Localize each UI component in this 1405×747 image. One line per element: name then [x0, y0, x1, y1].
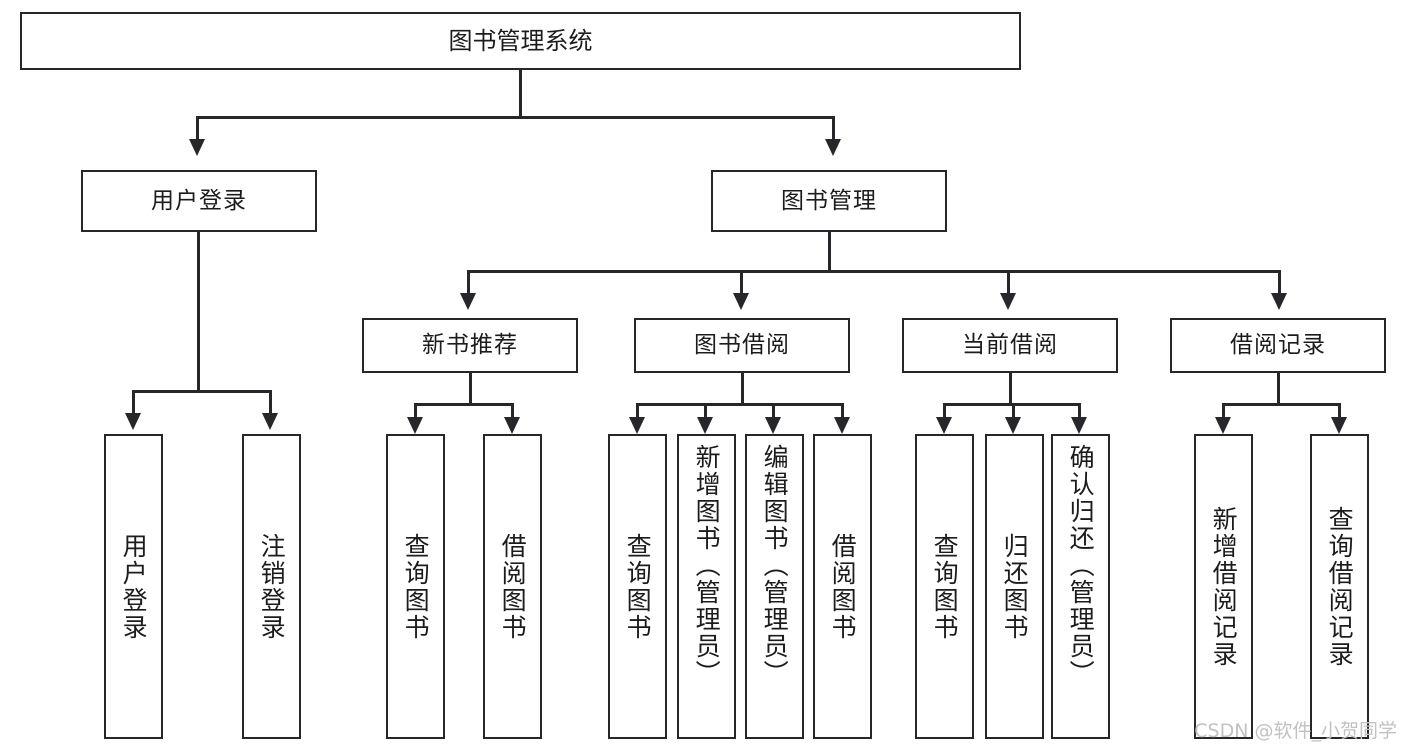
arrowhead-book-borrow-child-1 [629, 417, 645, 434]
connector-book-manage-drop-3 [1007, 270, 1010, 295]
csdn-watermark: CSDN @软件_小贺同学 [1194, 720, 1397, 742]
leaf-new-book-query[interactable]: 查询图书 [386, 434, 445, 739]
connector-current-borrow-drop-3 [1078, 403, 1081, 419]
arrowhead-book-borrow-child-3 [765, 417, 781, 434]
leaf-current-borrow-return[interactable]: 归还图书 [985, 434, 1044, 739]
arrowhead-to-book-manage [825, 139, 841, 156]
node-new-book-recommend[interactable]: 新书推荐 [362, 318, 578, 373]
leaf-new-book-borrow[interactable]: 借阅图书 [483, 434, 542, 739]
connector-book-borrow-drop-3 [772, 403, 775, 419]
connector-current-borrow-stem [1009, 373, 1012, 405]
leaf-current-borrow-confirm-return[interactable]: 确认归还（管理员） [1051, 434, 1110, 739]
connector-root-stem [519, 70, 522, 118]
connector-book-borrow-drop-1 [636, 403, 639, 419]
connector-book-borrow-drop-2 [704, 403, 707, 419]
node-book-borrow[interactable]: 图书借阅 [634, 318, 850, 373]
connector-new-book-drop-1 [414, 403, 417, 419]
arrowhead-to-user-login [189, 139, 205, 156]
arrowhead-user-login-2 [262, 413, 278, 430]
connector-book-borrow-stem [741, 373, 744, 405]
connector-borrow-record-stem [1277, 373, 1280, 405]
node-root-system[interactable]: 图书管理系统 [20, 12, 1021, 70]
connector-book-manage-bar [467, 270, 1281, 273]
connector-user-login-bar [132, 390, 271, 393]
connector-level1-drop-left [196, 116, 199, 141]
connector-level1-bar [196, 116, 834, 119]
connector-user-login-drop-2 [269, 390, 272, 415]
arrowhead-current-borrow-child-1 [936, 417, 952, 434]
arrowhead-new-book-recommend [460, 293, 476, 310]
connector-borrow-record-drop-2 [1338, 403, 1341, 419]
node-borrow-record[interactable]: 借阅记录 [1170, 318, 1386, 373]
node-book-manage[interactable]: 图书管理 [711, 170, 947, 232]
connector-book-manage-drop-2 [740, 270, 743, 295]
connector-borrow-record-bar [1222, 403, 1340, 406]
arrowhead-book-borrow-child-2 [697, 417, 713, 434]
connector-new-book-stem [469, 373, 472, 405]
connector-user-login-drop-1 [132, 390, 135, 415]
node-user-login[interactable]: 用户登录 [81, 170, 317, 232]
connector-book-manage-drop-4 [1278, 270, 1281, 295]
node-current-borrow[interactable]: 当前借阅 [902, 318, 1118, 373]
leaf-user-login-logout[interactable]: 注销登录 [242, 434, 301, 739]
arrowhead-current-borrow [1000, 293, 1016, 310]
connector-borrow-record-drop-1 [1222, 403, 1225, 419]
leaf-borrow-record-add[interactable]: 新增借阅记录 [1194, 434, 1253, 739]
leaf-book-borrow-add[interactable]: 新增图书（管理员） [677, 434, 736, 739]
arrowhead-borrow-record-child-1 [1215, 417, 1231, 434]
connector-level1-drop-right [832, 116, 835, 141]
arrowhead-new-book-child-1 [407, 417, 423, 434]
arrowhead-user-login-1 [125, 413, 141, 430]
leaf-current-borrow-query[interactable]: 查询图书 [915, 434, 974, 739]
connector-book-borrow-drop-4 [841, 403, 844, 419]
arrowhead-current-borrow-child-2 [1005, 417, 1021, 434]
leaf-book-borrow-query[interactable]: 查询图书 [608, 434, 667, 739]
arrowhead-book-borrow-child-4 [834, 417, 850, 434]
connector-book-manage-stem [828, 232, 831, 272]
leaf-book-borrow-edit[interactable]: 编辑图书（管理员） [745, 434, 804, 739]
arrowhead-current-borrow-child-3 [1071, 417, 1087, 434]
leaf-user-login-login[interactable]: 用户登录 [104, 434, 163, 739]
connector-current-borrow-drop-1 [943, 403, 946, 419]
connector-user-login-stem [197, 232, 200, 392]
leaf-borrow-record-query[interactable]: 查询借阅记录 [1310, 434, 1369, 739]
connector-current-borrow-bar [943, 403, 1080, 406]
connector-new-book-drop-2 [511, 403, 514, 419]
arrowhead-borrow-record [1271, 293, 1287, 310]
arrowhead-book-borrow [733, 293, 749, 310]
leaf-book-borrow-borrow[interactable]: 借阅图书 [813, 434, 872, 739]
connector-book-manage-drop-1 [467, 270, 470, 295]
arrowhead-borrow-record-child-2 [1331, 417, 1347, 434]
arrowhead-new-book-child-2 [504, 417, 520, 434]
connector-book-borrow-bar [636, 403, 843, 406]
connector-new-book-bar [414, 403, 513, 406]
connector-current-borrow-drop-2 [1012, 403, 1015, 419]
